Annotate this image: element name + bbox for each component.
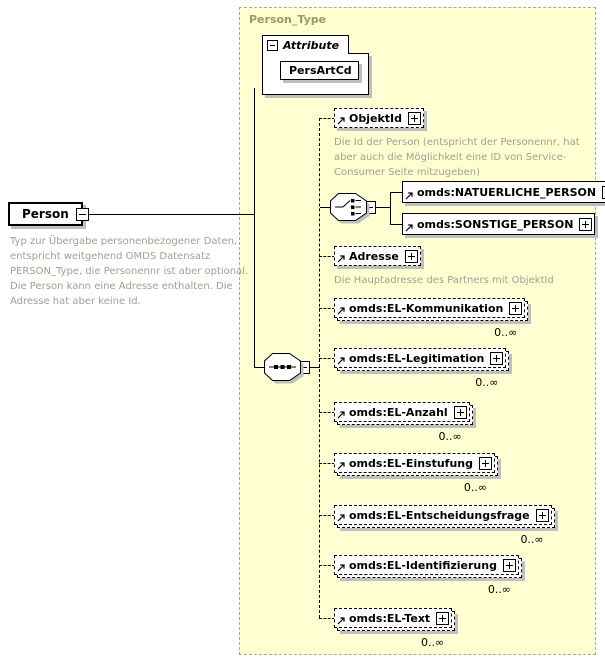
occurrence-label: 0..∞ [520,533,544,546]
attribute-group-tab: Attribute [262,35,349,54]
connector-line [320,207,331,208]
element-box-el-identifizierung[interactable]: omds:EL-Identifizierung [334,555,519,575]
connector-line [376,207,390,208]
element-label: omds:NATUERLICHE_PERSON [417,185,597,199]
element-label: omds:EL-Einstufung [349,456,474,470]
element-el-text: omds:EL-Text 0..∞ [334,608,459,649]
expand-button[interactable] [436,611,450,625]
expand-button[interactable] [602,185,605,199]
element-label: omds:EL-Anzahl [349,405,448,419]
connector-line [319,308,335,309]
connector-line [310,367,320,368]
element-annotation: Die Id der Person (entspricht der Person… [334,137,580,178]
occurrence-label: 0..∞ [438,430,462,443]
element-label: omds:EL-Entscheidungsfrage [349,508,530,522]
reference-arrow-icon [405,192,413,200]
occurrence-label: 0..∞ [421,636,445,649]
element-label: omds:SONSTIGE_PERSON [417,217,574,231]
connector-line [319,515,335,516]
expand-button[interactable] [404,249,418,263]
expand-button[interactable] [453,405,467,419]
connector-line [319,358,335,359]
connector-line [390,192,402,193]
element-natuerliche-person: omds:NATUERLICHE_PERSON [402,181,605,206]
choice-compositor[interactable] [330,193,372,227]
choice-icon [335,199,361,216]
occurrence-label: 0..∞ [494,326,518,339]
person-collapse-button[interactable] [75,208,89,221]
connector-line [390,192,391,225]
attribute-group-collapse-button[interactable] [267,39,278,51]
element-box-el-legitimation[interactable]: omds:EL-Legitimation [334,348,507,368]
element-label: omds:EL-Kommunikation [349,301,504,315]
reference-arrow-icon [337,307,345,315]
element-box-el-anzahl[interactable]: omds:EL-Anzahl [334,402,470,422]
element-box-objektid[interactable]: ObjektId [334,108,424,128]
connector-line [319,118,335,119]
element-box-el-entscheidungsfrage[interactable]: omds:EL-Entscheidungsfrage [334,505,552,525]
attribute-persartcd: PersArtCd [280,61,362,83]
connector-line [390,224,402,225]
sequence-compositor[interactable] [264,353,306,387]
element-label: omds:EL-Identifizierung [349,558,497,572]
reference-arrow-icon [337,255,345,263]
occurrence-label: 0..∞ [475,376,499,389]
element-box-natuerliche-person[interactable]: omds:NATUERLICHE_PERSON [402,181,605,203]
connector-line [80,214,254,215]
connector-line [319,412,335,413]
sequence-icon [269,365,296,369]
attribute-label: PersArtCd [289,64,352,77]
reference-arrow-icon [337,564,345,572]
element-objektid: ObjektId Die Id der Person (entspricht d… [334,108,580,178]
expand-button[interactable] [490,351,504,365]
connector-line [254,367,267,368]
element-el-kommunikation: omds:EL-Kommunikation 0..∞ [334,298,532,339]
attribute-box-persartcd[interactable]: PersArtCd [280,61,359,80]
element-box-el-einstufung[interactable]: omds:EL-Einstufung [334,453,496,473]
reference-arrow-icon [337,117,345,125]
element-label: omds:EL-Legitimation [349,351,485,365]
element-label: omds:EL-Text [349,611,431,625]
element-box-el-text[interactable]: omds:EL-Text [334,608,453,628]
element-box-el-kommunikation[interactable]: omds:EL-Kommunikation [334,298,526,318]
connector-line [319,463,335,464]
element-label: Person [22,207,69,221]
expand-button[interactable] [535,508,549,522]
reference-arrow-icon [337,357,345,365]
element-label: Adresse [349,249,399,263]
element-adresse: Adresse Die Hauptadresse des Partners mi… [334,246,554,286]
element-el-einstufung: omds:EL-Einstufung 0..∞ [334,453,502,494]
connector-line [319,256,335,257]
attribute-group-label: Attribute [283,38,340,52]
element-sonstige-person: omds:SONSTIGE_PERSON [402,213,599,238]
person-annotation: Typ zur Übergabe personenbezogener Daten… [10,236,249,307]
element-box-sonstige-person[interactable]: omds:SONSTIGE_PERSON [402,213,596,235]
element-person: Person [8,202,89,229]
connector-line [319,565,335,566]
connector-line [254,88,255,368]
reference-arrow-icon [337,411,345,419]
expand-button[interactable] [502,558,516,572]
reference-arrow-icon [337,462,345,470]
element-el-anzahl: omds:EL-Anzahl 0..∞ [334,402,476,443]
element-el-entscheidungsfrage: omds:EL-Entscheidungsfrage 0..∞ [334,505,558,546]
reference-arrow-icon [405,224,413,232]
element-el-legitimation: omds:EL-Legitimation 0..∞ [334,348,513,389]
reference-arrow-icon [337,617,345,625]
element-box-adresse[interactable]: Adresse [334,246,421,266]
element-label: ObjektId [349,111,402,125]
expand-button[interactable] [579,217,593,231]
expand-button[interactable] [509,301,523,315]
type-panel-title: Person_Type [249,13,327,26]
reference-arrow-icon [337,514,345,522]
connector-line [319,118,320,618]
expand-button[interactable] [479,456,493,470]
connector-line [319,618,335,619]
element-box-person[interactable]: Person [8,202,89,226]
element-el-identifizierung: omds:EL-Identifizierung 0..∞ [334,555,525,596]
element-annotation: Die Hauptadresse des Partners mit Objekt… [334,275,554,286]
expand-button[interactable] [408,111,421,125]
occurrence-label: 0..∞ [463,481,488,494]
occurrence-label: 0..∞ [487,583,511,596]
